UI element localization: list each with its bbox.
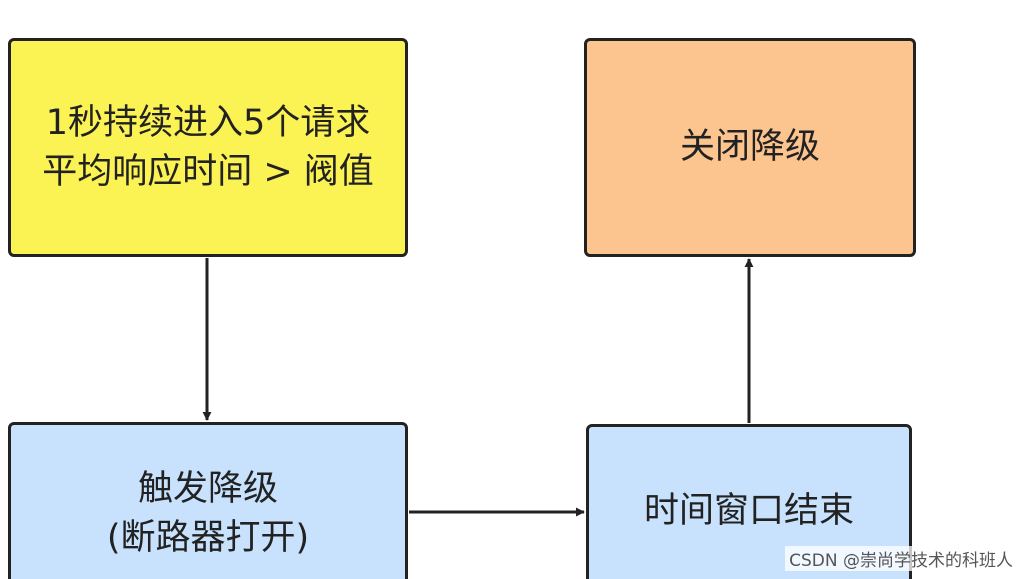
- node-trigger-degrade-line1: 触发降级: [137, 469, 278, 509]
- node-degrade-condition: 1秒持续进入5个请求 平均响应时间 > 阀值: [8, 38, 408, 257]
- node-trigger-degrade: 触发降级 (断路器打开): [8, 422, 408, 579]
- node-degrade-condition-line2: 平均响应时间 > 阀值: [42, 151, 374, 192]
- watermark-text: CSDN @崇尚学技术的科班人: [785, 546, 1017, 571]
- node-close-degrade-label: 关闭降级: [679, 127, 820, 167]
- node-close-degrade: 关闭降级: [584, 38, 916, 257]
- node-degrade-condition-line1: 1秒持续进入5个请求: [45, 102, 371, 143]
- node-trigger-degrade-line2: (断路器打开): [106, 518, 310, 558]
- node-time-window-end: 时间窗口结束: [586, 424, 912, 579]
- node-time-window-end-label: 时间窗口结束: [643, 491, 854, 531]
